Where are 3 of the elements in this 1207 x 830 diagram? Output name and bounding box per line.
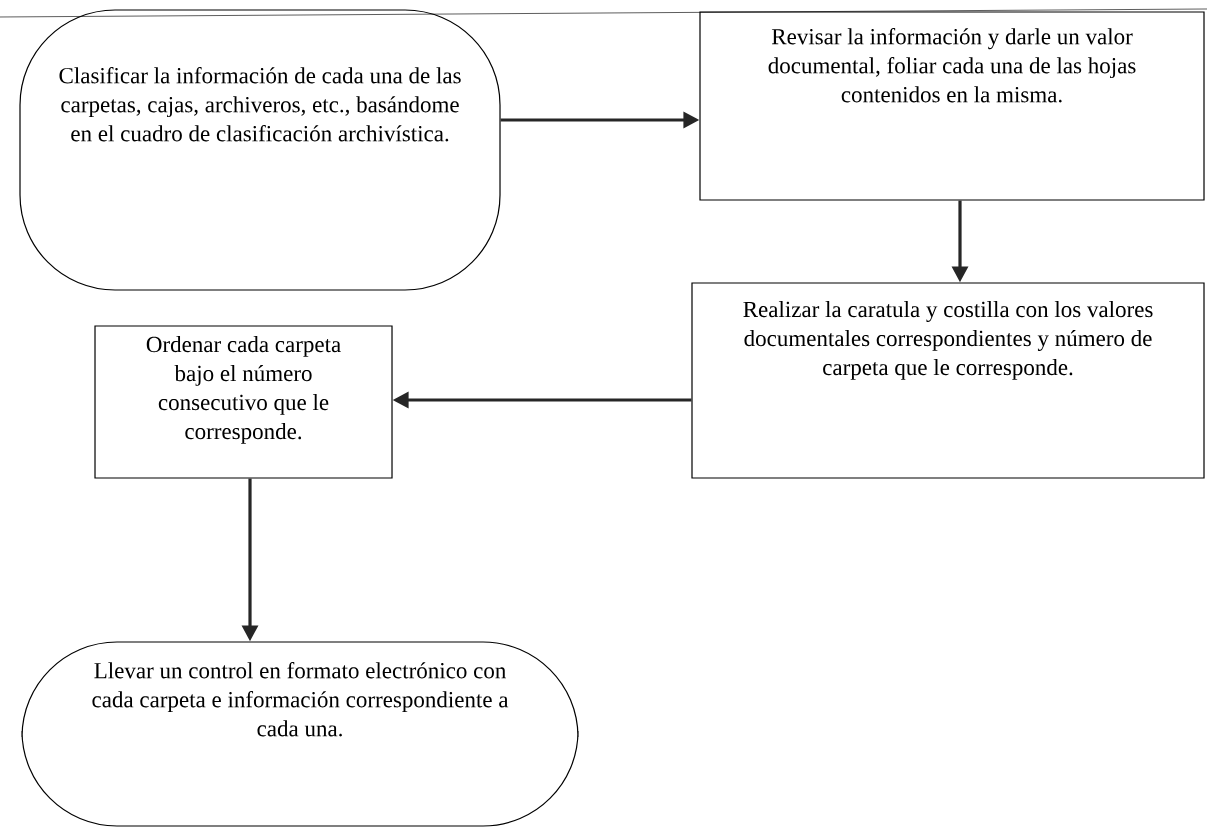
process-box: Ordenar cada carpeta bajo el número consecutivo que le corresponde. — [94, 325, 393, 479]
process-box: Revisar la información y darle un valor documental, foliar cada una de las hojas contenidos en la misma. — [699, 11, 1205, 201]
process-box: Realizar la caratula y costilla con los valores documentales correspondientes y número de carpeta que le corresponde. — [691, 282, 1205, 479]
